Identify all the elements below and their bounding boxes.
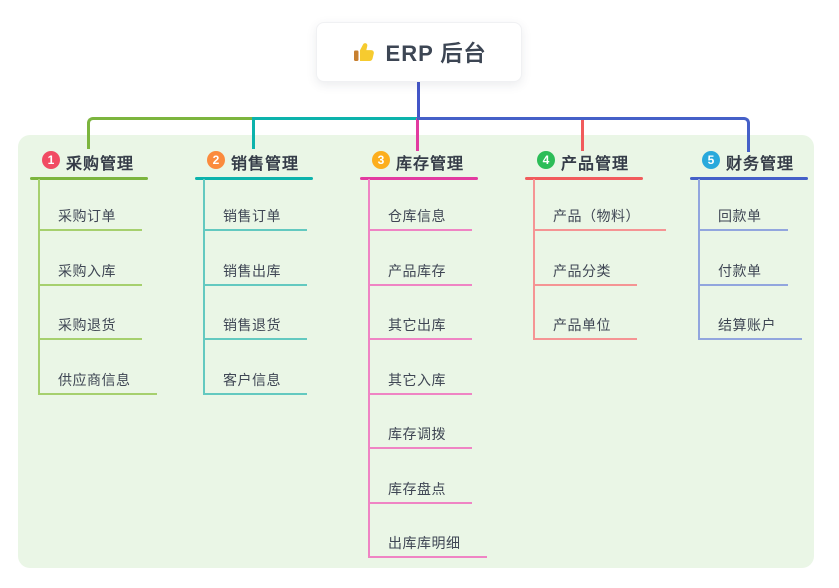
branch-column-product: 4 产品管理产品（物料） 产品分类产品单位 xyxy=(525,148,687,340)
branch-badge-inventory: 3 xyxy=(372,151,390,169)
branch-underline-purchase xyxy=(30,177,148,180)
mindmap-item-node[interactable]: 销售退货 xyxy=(203,314,307,340)
branch-label-finance: 财务管理 xyxy=(726,156,795,173)
branch-label-product: 产品管理 xyxy=(561,156,630,173)
root-node-label: ERP 后台 xyxy=(385,41,487,66)
mindmap-item-node[interactable]: 产品（物料） xyxy=(533,205,666,231)
mindmap-item-node[interactable]: 采购退货 xyxy=(38,314,142,340)
mindmap-item-node[interactable]: 其它入库 xyxy=(368,369,472,395)
mindmap-item-node[interactable]: 采购入库 xyxy=(38,260,142,286)
mindmap-item-node[interactable]: 销售出库 xyxy=(203,260,307,286)
mindmap-item-node[interactable]: 库存调拨 xyxy=(368,423,472,449)
mindmap-item-node[interactable]: 产品单位 xyxy=(533,314,637,340)
connector-branch-product xyxy=(581,118,584,151)
branch-badge-purchase: 1 xyxy=(42,151,60,169)
thumbs-up-icon xyxy=(352,40,376,64)
branch-spine-finance xyxy=(698,179,700,340)
mindmap-item-node[interactable]: 出库库明细 xyxy=(368,532,487,558)
branch-column-purchase: 1 采购管理采购订单采购入库采购退货供应商信息 xyxy=(30,148,192,395)
mindmap-item-node[interactable]: 回款单 xyxy=(698,205,788,231)
branch-badge-finance: 5 xyxy=(702,151,720,169)
branch-underline-product xyxy=(525,177,643,180)
branch-underline-finance xyxy=(690,177,808,180)
mindmap-item-node[interactable]: 付款单 xyxy=(698,260,788,286)
connector-branch-purchase xyxy=(87,117,253,149)
mindmap-item-node[interactable]: 其它出库 xyxy=(368,314,472,340)
mindmap-item-node[interactable]: 采购订单 xyxy=(38,205,142,231)
branch-spine-inventory xyxy=(368,179,370,558)
branch-node-product[interactable]: 4 产品管理 xyxy=(525,148,687,180)
connector-branch-finance xyxy=(417,117,750,152)
branch-column-sales: 2 销售管理销售订单销售出库销售退货客户信息 xyxy=(195,148,357,395)
branch-badge-product: 4 xyxy=(537,151,555,169)
connector-branch-inventory xyxy=(416,118,419,151)
branch-label-purchase: 采购管理 xyxy=(66,156,135,173)
mindmap-item-node[interactable]: 产品分类 xyxy=(533,260,637,286)
branch-node-finance[interactable]: 5 财务管理 xyxy=(690,148,839,180)
mindmap-item-node[interactable]: 客户信息 xyxy=(203,369,307,395)
branch-column-finance: 5 财务管理回款单付款单结算账户 xyxy=(690,148,839,340)
branch-node-sales[interactable]: 2 销售管理 xyxy=(195,148,357,180)
branch-badge-sales: 2 xyxy=(207,151,225,169)
branch-column-inventory: 3 库存管理仓库信息产品库存其它出库其它入库库存调拨库存盘点出库库明细 xyxy=(360,148,522,558)
branch-node-inventory[interactable]: 3 库存管理 xyxy=(360,148,522,180)
mindmap-item-node[interactable]: 库存盘点 xyxy=(368,478,472,504)
branch-label-sales: 销售管理 xyxy=(231,156,300,173)
branch-spine-sales xyxy=(203,179,205,395)
mindmap-item-node[interactable]: 供应商信息 xyxy=(38,369,157,395)
branch-underline-inventory xyxy=(360,177,478,180)
branch-spine-purchase xyxy=(38,179,40,395)
mindmap-item-node[interactable]: 产品库存 xyxy=(368,260,472,286)
branch-spine-product xyxy=(533,179,535,340)
branch-underline-sales xyxy=(195,177,313,180)
branch-label-inventory: 库存管理 xyxy=(396,156,465,173)
connector-root-drop xyxy=(417,82,420,118)
mindmap-item-node[interactable]: 销售订单 xyxy=(203,205,307,231)
connector-branch-sales xyxy=(252,117,418,149)
mindmap-item-node[interactable]: 仓库信息 xyxy=(368,205,472,231)
mindmap-root-node[interactable]: ERP 后台 xyxy=(316,22,522,82)
mindmap-item-node[interactable]: 结算账户 xyxy=(698,314,802,340)
branch-node-purchase[interactable]: 1 采购管理 xyxy=(30,148,192,180)
branches-panel xyxy=(18,135,814,568)
